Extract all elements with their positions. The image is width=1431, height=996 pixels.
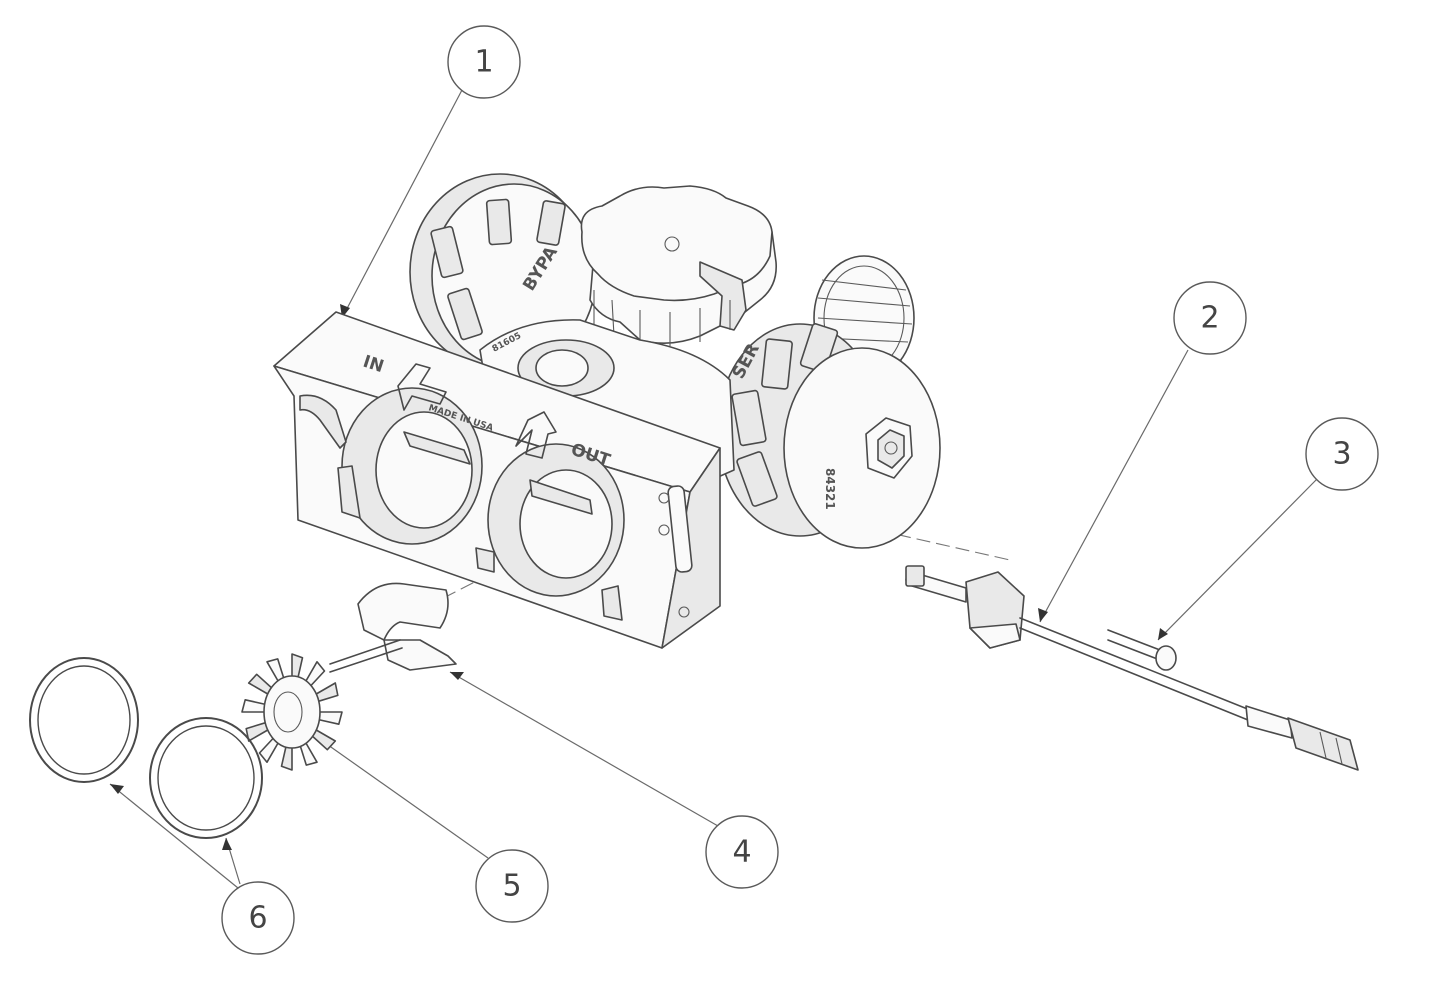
callout-circle <box>221 881 295 955</box>
part-6-o-rings <box>29 657 263 839</box>
turbine-blade <box>316 711 343 726</box>
sensor-wire <box>1019 617 1251 711</box>
center-handle-top <box>580 185 773 302</box>
out-arrow <box>515 411 557 459</box>
clip-slot <box>337 465 361 519</box>
callout-3: 3 <box>1305 417 1379 491</box>
leader-line-2 <box>1039 349 1189 623</box>
center-handle-ribs <box>593 290 731 346</box>
service-knob-grip <box>731 389 767 447</box>
in-arrow <box>397 363 447 411</box>
part-2-sensor-cable <box>905 565 1359 771</box>
cable-strain-relief <box>1245 705 1293 739</box>
o-ring-small-inner <box>157 725 255 831</box>
callout-circle <box>1305 417 1379 491</box>
callout-6: 6 <box>221 881 295 955</box>
screw-shank <box>1107 629 1161 651</box>
callout-circle <box>475 849 549 923</box>
callout-label: 4 <box>732 835 751 870</box>
sensor-wire <box>1019 627 1249 721</box>
sensor-housing-face <box>969 623 1021 649</box>
meter-block: IN MADE IN USA OUT <box>273 311 721 649</box>
callout-circle <box>705 815 779 889</box>
leader-line-1 <box>341 89 463 319</box>
outlet-threads <box>817 279 913 361</box>
callout-circle <box>447 25 521 99</box>
screw-head <box>1155 645 1177 671</box>
turbine-hub <box>263 675 321 749</box>
callout-1: 1 <box>447 25 521 99</box>
inlet-port-bore <box>375 411 473 529</box>
arrowhead-6a <box>110 784 124 794</box>
side-hole <box>678 606 690 618</box>
callout-label: 5 <box>502 869 521 904</box>
callout-circle <box>1173 281 1247 355</box>
support-axle <box>329 639 401 665</box>
side-slot <box>667 485 693 573</box>
callout-label: 3 <box>1332 437 1351 472</box>
connector-detail <box>1319 731 1327 759</box>
callout-label: 2 <box>1200 301 1219 336</box>
turbine-blade <box>291 653 304 680</box>
callout-label: 6 <box>248 901 267 936</box>
sensor-probe-tip <box>905 565 925 587</box>
hex-boss-inner <box>877 429 905 469</box>
front-clip <box>403 431 471 465</box>
screw-shank <box>1107 639 1161 661</box>
center-handle-pointer <box>699 261 747 331</box>
turbine-blade <box>241 698 268 713</box>
front-clip <box>529 479 593 515</box>
support-cage-bottom <box>383 639 457 671</box>
part-3-screw <box>1107 629 1177 671</box>
cap-number-marking: 84321 <box>823 468 837 510</box>
arrowhead-4 <box>450 672 464 680</box>
callout-4: 4 <box>705 815 779 889</box>
leader-lines <box>109 89 1319 889</box>
turbine-hub-inner <box>273 691 303 733</box>
side-hole <box>658 524 670 536</box>
turbine-blades <box>241 653 343 771</box>
service-knob-grip <box>736 451 778 507</box>
callout-5: 5 <box>475 849 549 923</box>
leader-line-5 <box>303 727 489 859</box>
callout-label: 1 <box>474 45 493 80</box>
service-cap <box>783 347 941 549</box>
bypass-knob-grip <box>447 287 483 341</box>
o-ring-large-outer <box>29 657 139 783</box>
center-handle-screw <box>664 236 680 252</box>
body-boss-hole <box>535 349 589 387</box>
bypass-knob-grip <box>536 200 566 246</box>
connector-detail <box>1335 737 1343 765</box>
leader-line-3 <box>1157 477 1319 641</box>
arrowhead-6b <box>222 838 232 850</box>
arrowhead-2 <box>1038 608 1048 622</box>
clip-slot <box>601 585 623 621</box>
center-handle <box>580 185 777 346</box>
part-5-turbine <box>241 653 343 771</box>
part-1-bypass-valve: BYPA SER 84321 <box>273 173 941 649</box>
clip-slot <box>475 547 495 573</box>
o-ring-small-outer <box>149 717 263 839</box>
o-ring-large-inner <box>37 665 131 775</box>
service-knob: SER 84321 <box>717 323 941 549</box>
front-clip <box>299 394 347 449</box>
service-knob-grip <box>761 338 793 390</box>
leader-line-4 <box>449 671 719 827</box>
leader-line-6a <box>109 783 239 889</box>
callout-2: 2 <box>1173 281 1247 355</box>
side-hole <box>658 492 670 504</box>
bypass-knob-grip <box>485 198 513 246</box>
support-cage-top <box>357 582 449 641</box>
bypass-knob-grip <box>430 225 464 279</box>
meter-block-side <box>661 447 721 649</box>
part-4-turbine-support <box>329 582 457 673</box>
hex-boss-hole <box>884 441 898 455</box>
arrowhead-3 <box>1158 628 1168 640</box>
support-axle <box>329 647 403 673</box>
turbine-blade <box>280 744 293 771</box>
